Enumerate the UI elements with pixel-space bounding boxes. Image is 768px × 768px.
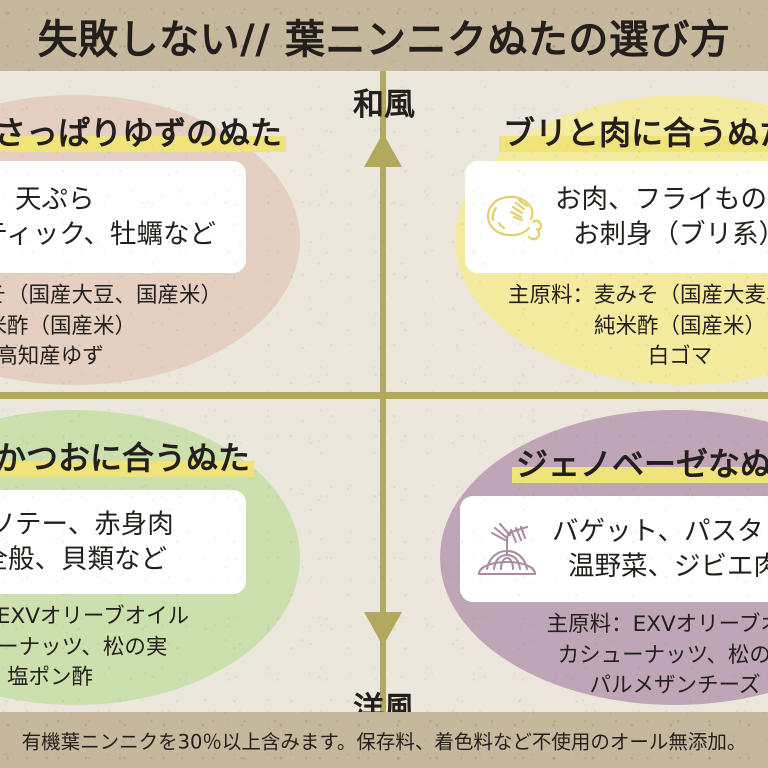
ingredient-line: 高知産ゆず xyxy=(0,344,104,370)
pairing-lines: 白身のお魚、天ぷら 野菜スティック、牡蠣など xyxy=(0,182,232,253)
pairing-line: お刺身全般、貝類など xyxy=(0,544,167,575)
footer-band: 有機葉ニンニクを30％以上含みます。保存料、着色料など不使用のオール無添加。 xyxy=(0,712,768,768)
axis-horizontal-line xyxy=(0,392,768,399)
ingredient-line: 白ゴマ xyxy=(647,344,713,370)
quadrant-title-top-left: さっぱりゆずのぬた xyxy=(0,117,287,152)
arrow-down-icon xyxy=(364,612,402,646)
ingredient-line: 塩ポン酢 xyxy=(6,665,93,691)
pairing-line: お刺身（ブリ系） xyxy=(573,219,768,250)
quadrant-title-bottom-right: ジェノベーゼなぬた xyxy=(512,448,768,483)
pairing-line: バゲット、パスタ xyxy=(552,515,764,547)
ham-icon xyxy=(486,195,543,241)
quadrant-top-left: さっぱりゆずのぬた 白身のお魚、天ぷら 野菜スティック、牡蠣など 原料：白みそ（… xyxy=(0,95,300,385)
footer-note: 有機葉ニンニクを30％以上含みます。保存料、着色料など不使用のオール無添加。 xyxy=(21,730,747,754)
pasta-plate-icon xyxy=(477,522,537,576)
ingredient-line: 純米酢（国産米） xyxy=(593,313,766,339)
quadrant-bottom-left: かつおに合うぬた ムニエル、ソテー、赤身肉 お刺身全般、貝類など 主原料：EXV… xyxy=(0,410,300,705)
quadrant-title-top-right: ブリと肉に合うぬた xyxy=(499,117,768,152)
title-highlight: かつおに合うぬた xyxy=(0,442,255,477)
ingredients-top-right: 主原料：麦みそ（国産大麦、無農薬 純米酢（国産米） 白ゴマ xyxy=(465,281,768,373)
quadrant-bottom-right: ジェノベーゼなぬた バゲット、パスタ 温野菜、ジビエ肉 xyxy=(440,410,768,705)
ingredient-line: カシューナッツ、松の実 xyxy=(0,634,168,660)
ingredients-bottom-right: 主原料：EXVオリーブオイ カシューナッツ、松の実 パルメザンチーズ xyxy=(460,610,768,702)
pairing-card-top-right: お肉、フライもの、貝 お刺身（ブリ系） xyxy=(465,161,768,273)
pairing-line: 野菜スティック、牡蠣など xyxy=(0,219,217,250)
title-highlight: ジェノベーゼなぬた xyxy=(512,448,768,483)
pairing-line: 白身のお魚、天ぷら xyxy=(0,183,95,215)
pairing-lines: お肉、フライもの、貝 お刺身（ブリ系） xyxy=(549,182,768,253)
ingredient-line: 純米酢（国産米） xyxy=(0,313,136,339)
title-highlight: ブリと肉に合うぬた xyxy=(499,117,768,152)
title-highlight: さっぱりゆずのぬた xyxy=(0,117,287,152)
ingredient-line: 主原料：EXVオリーブオイ xyxy=(546,612,768,637)
pairing-lines: バゲット、パスタ 温野菜、ジビエ肉 xyxy=(544,514,768,585)
pairing-card-top-left: 白身のお魚、天ぷら 野菜スティック、牡蠣など xyxy=(0,161,246,273)
quadrant-title-bottom-left: かつおに合うぬた xyxy=(0,442,255,477)
ingredients-bottom-left: 主原料：EXVオリーブオイル カシューナッツ、松の実 塩ポン酢 xyxy=(0,602,250,694)
pairing-line: 温野菜、ジビエ肉 xyxy=(568,551,768,582)
quadrant-top-right: ブリと肉に合うぬた お肉、フライもの、貝 お刺身（ブリ系） xyxy=(455,95,768,385)
pairing-lines: ムニエル、ソテー、赤身肉 お刺身全般、貝類など xyxy=(0,507,232,578)
axis-vertical-line xyxy=(380,71,386,712)
arrow-up-icon xyxy=(364,133,402,167)
ingredient-line: カシューナッツ、松の実 xyxy=(557,642,768,668)
page-title: 失敗しない// 葉ニンニクぬたの選び方 xyxy=(37,16,731,63)
ingredient-line: パルメザンチーズ xyxy=(589,673,761,699)
pairing-line: お肉、フライもの、貝 xyxy=(555,183,768,215)
axis-label-washoku: 和風 xyxy=(353,87,415,123)
ingredients-top-left: 原料：白みそ（国産大豆、国産米） 純米酢（国産米） 高知産ゆず xyxy=(0,281,250,373)
pairing-card-bottom-right: バゲット、パスタ 温野菜、ジビエ肉 xyxy=(460,496,768,602)
ingredient-line: 原料：白みそ（国産大豆、国産米） xyxy=(0,283,222,308)
ingredient-line: 主原料：EXVオリーブオイル xyxy=(0,604,190,629)
pairing-card-bottom-left: ムニエル、ソテー、赤身肉 お刺身全般、貝類など xyxy=(0,490,246,594)
ingredient-line: 主原料：麦みそ（国産大麦、無農薬 xyxy=(507,283,768,308)
header-band: 失敗しない// 葉ニンニクぬたの選び方 xyxy=(0,0,768,71)
pairing-line: ムニエル、ソテー、赤身肉 xyxy=(0,508,174,540)
